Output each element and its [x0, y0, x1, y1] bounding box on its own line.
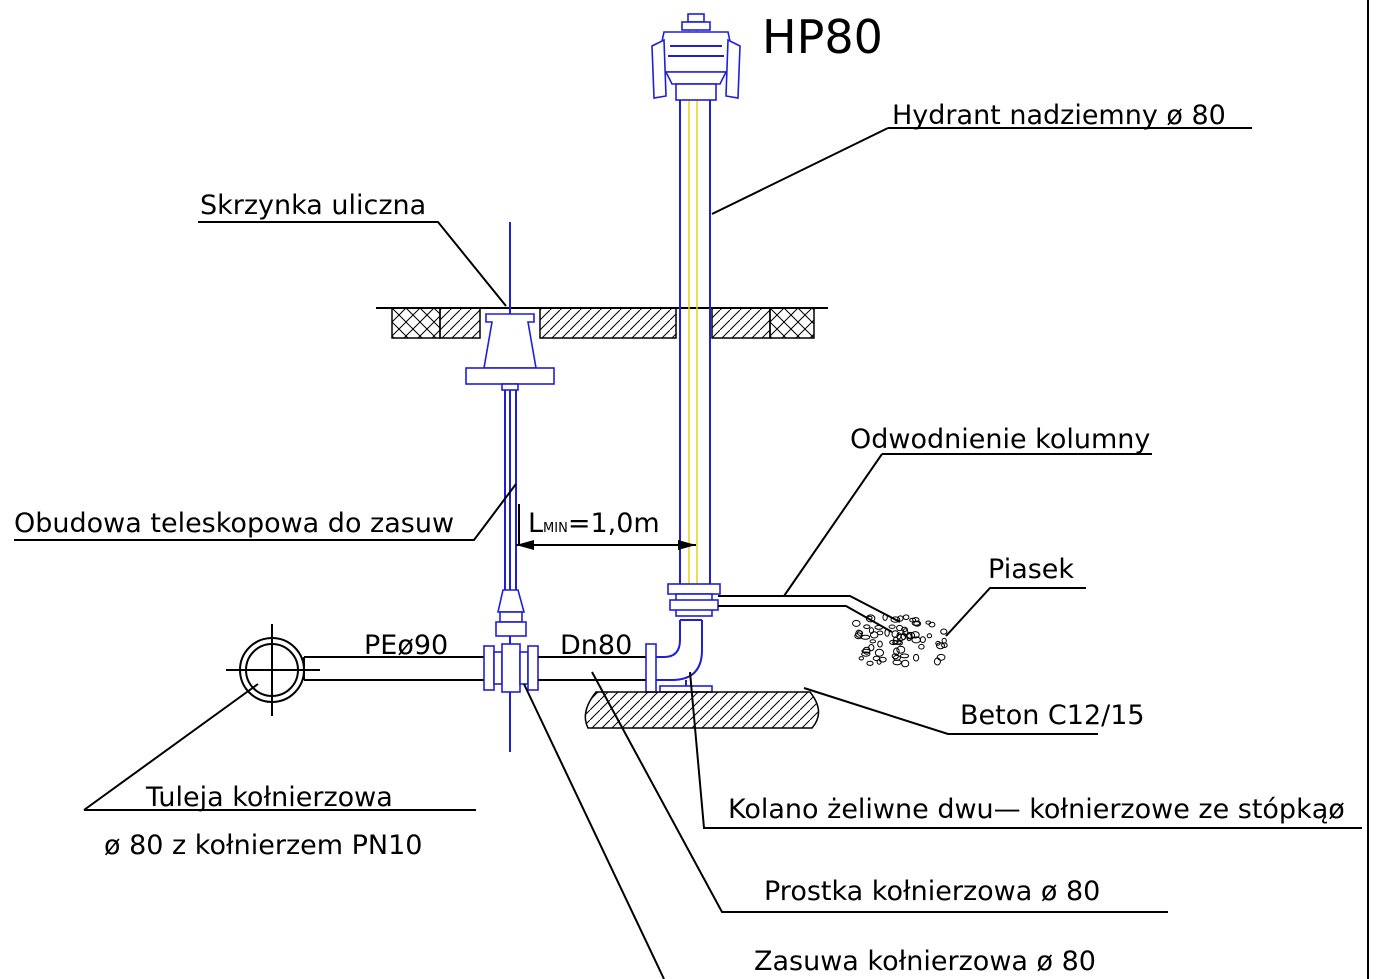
label-distance-value: =1,0m [568, 508, 660, 539]
gravel-pebble [910, 631, 920, 639]
gravel-pebble [868, 627, 875, 634]
diagram-title: HP80 [762, 10, 883, 64]
gravel-pebble [902, 614, 910, 621]
gravel-pebble [899, 653, 910, 659]
gravel-pebble [890, 616, 901, 623]
label-hydrant: Hydrant nadziemny ø 80 [892, 100, 1226, 131]
sand-gravel [852, 613, 948, 668]
gravel-pebble [933, 657, 941, 666]
gravel-pebble [892, 640, 902, 645]
gravel-pebble [896, 645, 906, 654]
label-valve: Zasuwa kołnierzowa ø 80 [754, 946, 1096, 977]
ground-surface [376, 307, 828, 339]
label-elbow: Kolano żeliwne dwu— kołnierzowe ze stópk… [728, 794, 1345, 825]
pe-pipe [226, 624, 484, 716]
label-distance-prefix: L [528, 508, 543, 539]
gravel-pebble [940, 628, 948, 635]
gravel-pebble [926, 633, 933, 639]
label-sleeve-1: Tuleja kołnierzowa [145, 782, 393, 813]
gravel-pebble [941, 642, 948, 649]
elbow [656, 619, 713, 693]
gravel-pebble [874, 625, 884, 630]
gravel-pebble [867, 615, 873, 620]
label-distance: LMIN=1,0m [528, 508, 660, 539]
label-sand: Piasek [988, 554, 1074, 585]
label-pe-pipe: PEø90 [364, 630, 448, 661]
gravel-pebble [919, 636, 926, 643]
label-distance-sub: MIN [543, 521, 568, 536]
gravel-pebble [906, 633, 912, 642]
gravel-pebble [913, 653, 920, 662]
gravel-pebble [858, 656, 864, 661]
gravel-pebble [918, 643, 925, 650]
gravel-pebble [863, 624, 871, 630]
concrete-base [584, 691, 820, 729]
gravel-pebble [913, 620, 922, 627]
label-street-box: Skrzynka uliczna [200, 190, 426, 221]
gravel-pebble [941, 637, 947, 644]
gravel-pebble [856, 630, 864, 636]
gravel-pebble [852, 619, 861, 627]
gravel-pebble [869, 639, 877, 644]
gravel-pebble [896, 633, 906, 641]
gravel-pebble [855, 629, 863, 638]
gravel-pebble [893, 647, 900, 656]
gate-valve [483, 643, 539, 693]
gravel-pebble [876, 630, 884, 636]
label-dn: Dn80 [560, 630, 632, 661]
gravel-pebble [862, 646, 871, 655]
gravel-pebble [901, 626, 908, 633]
telescopic-rod [495, 390, 527, 637]
gravel-pebble [882, 613, 888, 621]
gravel-pebble [888, 624, 896, 629]
leader-lines [14, 127, 1362, 979]
label-straight: Prostka kołnierzowa ø 80 [764, 876, 1100, 907]
gravel-pebble [889, 639, 898, 646]
gravel-pebble [911, 621, 921, 626]
gravel-pebble [861, 651, 871, 657]
gravel-pebble [878, 656, 887, 663]
label-telescopic: Obudowa teleskopowa do zasuw [14, 508, 454, 539]
gravel-pebble [936, 653, 946, 661]
gravel-pebble [928, 621, 936, 628]
gravel-pebble [891, 653, 899, 660]
distance-dimension [516, 504, 696, 550]
hydrant-column [667, 30, 721, 617]
gravel-pebble [866, 660, 874, 666]
gravel-pebble [884, 628, 890, 637]
gravel-pebble [936, 642, 945, 650]
street-box [465, 222, 555, 752]
gravel-pebble [901, 659, 910, 668]
label-sleeve-2: ø 80 z kołnierzem PN10 [104, 830, 423, 861]
hydrant-head [651, 13, 741, 101]
gravel-pebble [865, 614, 876, 623]
label-column-drain: Odwodnienie kolumny [850, 424, 1150, 455]
gravel-pebble [891, 630, 900, 638]
gravel-pebble [874, 648, 885, 657]
drain-pipe [718, 595, 901, 633]
label-concrete: Beton C12/15 [960, 700, 1145, 731]
gravel-pebble [935, 640, 941, 646]
gravel-pebble [877, 640, 883, 648]
gravel-pebble [897, 615, 904, 622]
